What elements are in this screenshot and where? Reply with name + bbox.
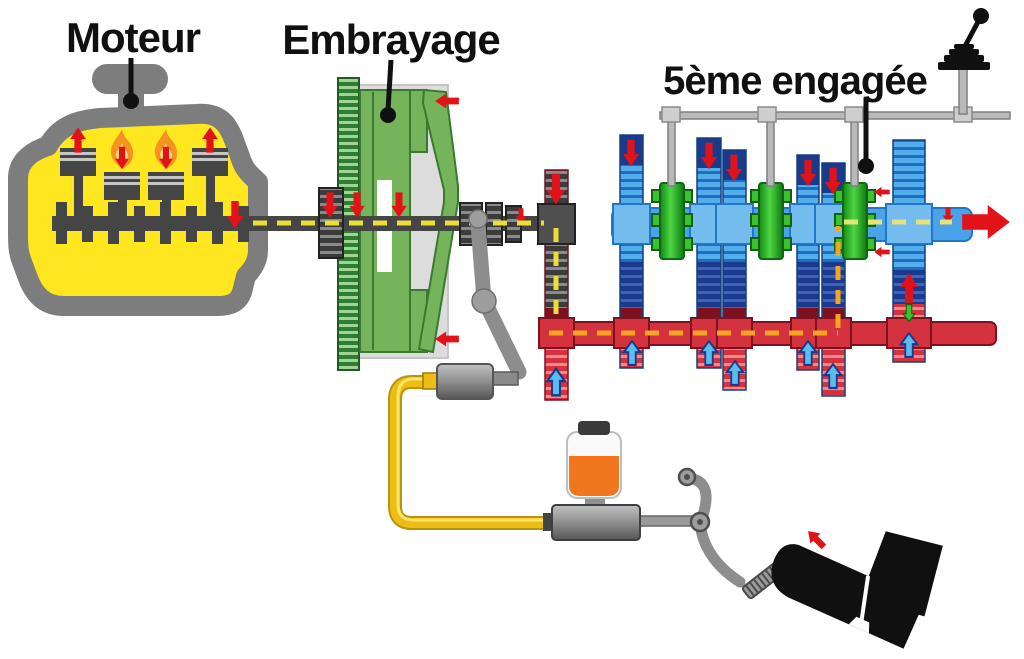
foot-icon (771, 531, 943, 649)
pushrod (637, 515, 699, 527)
synchro-1 (651, 182, 693, 260)
gear-lever-icon (938, 8, 990, 70)
selector-fork-rod-2 (766, 117, 775, 187)
annotations: Moteur Embrayage 5ème engagée (66, 14, 928, 174)
fork-pivot (471, 288, 497, 314)
slave-cylinder (422, 363, 519, 400)
piston-3 (148, 172, 184, 220)
selector-fork-rod-5th (850, 117, 859, 187)
label-clutch: Embrayage (282, 16, 499, 63)
synchro-2 (750, 182, 792, 260)
selector-fork-rod-1 (667, 117, 676, 187)
label-engine: Moteur (66, 14, 201, 61)
piston-2 (104, 172, 140, 220)
cylinder-body (551, 504, 641, 541)
cylinder-inlet (543, 513, 554, 531)
pointer-line-clutch (385, 59, 394, 111)
master-cylinder (543, 421, 699, 541)
engine (8, 64, 348, 316)
power-flow-path (253, 219, 952, 336)
diaphragm-spring (417, 88, 459, 354)
clutch-pedal (677, 467, 789, 600)
selector-rail (659, 67, 1011, 187)
pedal-release-arrow (803, 526, 829, 552)
gear-lever-post (958, 67, 968, 115)
piston-1 (60, 148, 96, 218)
piston-4 (192, 148, 228, 218)
pedal-arm (694, 516, 746, 588)
fork-ball-joint (468, 209, 488, 229)
brake-fluid (569, 456, 619, 496)
label-gear-state: 5ème engagée (663, 59, 927, 103)
gear-pair-3 (722, 149, 747, 391)
reservoir-cap (578, 421, 610, 435)
flow-arrow-left (874, 246, 890, 258)
hydraulic-line (388, 375, 556, 530)
flow-arrow-left (874, 186, 890, 198)
clutch-fork (468, 209, 527, 380)
